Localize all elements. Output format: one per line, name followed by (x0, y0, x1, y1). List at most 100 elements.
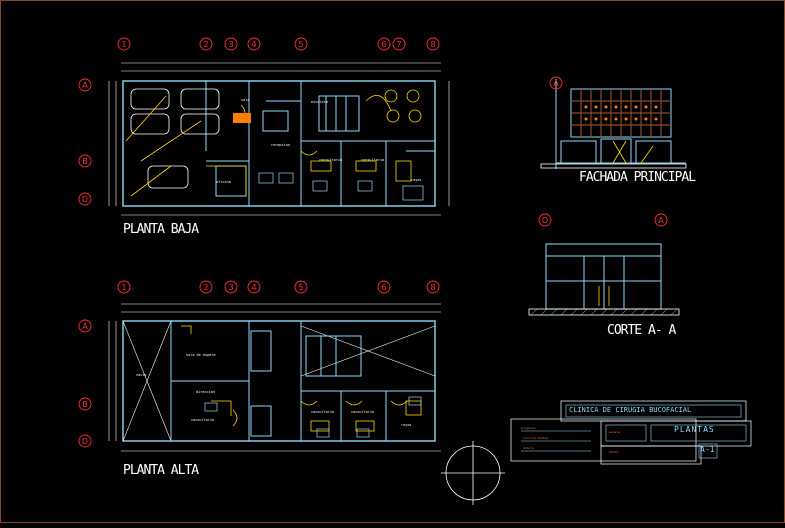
office-furniture (258, 172, 424, 201)
svg-text:7: 7 (396, 40, 401, 49)
svg-text:8: 8 (430, 40, 435, 49)
svg-text:dibujo: dibujo (523, 446, 534, 450)
title-block-sheet-number: A-1 (700, 445, 715, 454)
svg-text:3: 3 (228, 40, 233, 49)
facade-ground-floor (556, 138, 686, 164)
svg-text:1: 1 (121, 40, 126, 49)
axis-bubble-fachada-A: A (549, 76, 563, 90)
corte-details (598, 286, 610, 306)
corte-ground (528, 308, 680, 316)
svg-text:consultorio: consultorio (311, 410, 334, 414)
svg-text:clinica dental: clinica dental (523, 436, 548, 440)
facade-trees (612, 140, 654, 164)
axis-bubble-alta-row-B: B (78, 397, 92, 411)
svg-text:sala de espera: sala de espera (186, 353, 216, 357)
facade-ground-line (540, 163, 687, 169)
axis-bubble-alta-6: 6 (377, 280, 391, 294)
axis-bubble-corte-D: D (538, 213, 552, 227)
svg-text:4: 4 (251, 40, 256, 49)
planta-baja-dimensions (108, 62, 450, 216)
svg-text:A: A (82, 322, 88, 331)
svg-text:2: 2 (203, 283, 208, 292)
svg-text:sala: sala (241, 98, 249, 102)
svg-text:D: D (542, 216, 548, 225)
planta-alta-outline (122, 320, 436, 442)
axis-bubble-alta-3: 3 (224, 280, 238, 294)
svg-text:8: 8 (430, 283, 435, 292)
svg-text:6: 6 (381, 283, 386, 292)
planta-alta-walls (170, 321, 435, 441)
svg-text:A: A (658, 216, 664, 225)
svg-text:rayos: rayos (411, 178, 422, 182)
planta-alta-fixtures (204, 396, 422, 438)
svg-text:1: 1 (121, 283, 126, 292)
svg-text:A: A (553, 79, 559, 88)
fachada-elevation (540, 79, 687, 169)
title-planta-baja: PLANTA BAJA (123, 222, 199, 237)
axis-bubble-top-2: 2 (199, 37, 213, 51)
axis-bubble-baja-A: A (78, 78, 92, 92)
axis-bubble-alta-row-A: A (78, 319, 92, 333)
axis-bubble-alta-row-D: D (78, 434, 92, 448)
planta-alta-room-labels: sala de espera direccion consultorio con… (136, 353, 412, 427)
svg-text:5: 5 (298, 40, 303, 49)
svg-text:consultorio: consultorio (191, 418, 214, 422)
svg-text:3: 3 (228, 283, 233, 292)
planta-baja-room-labels: sala escalera recepcion consultorio cons… (216, 98, 422, 184)
title-block-small-text: proyecto clinica dental dibujo escala fe… (521, 426, 620, 454)
planta-baja-plan: sala escalera recepcion consultorio cons… (108, 62, 450, 216)
svg-text:D: D (82, 437, 88, 446)
planta-alta-dimensions (108, 303, 441, 452)
svg-text:proyecto: proyecto (521, 426, 536, 430)
svg-text:D: D (82, 195, 88, 204)
axis-bubble-baja-B: B (78, 154, 92, 168)
svg-text:fecha: fecha (609, 450, 618, 454)
planta-alta-plan: sala de espera direccion consultorio con… (108, 303, 441, 452)
planta-alta-furniture (181, 325, 422, 432)
planta-baja-outline (122, 80, 436, 207)
svg-text:A: A (82, 81, 88, 90)
axis-bubble-top-5: 5 (294, 37, 308, 51)
svg-text:5: 5 (298, 283, 303, 292)
svg-text:B: B (82, 400, 88, 409)
svg-text:consultorio: consultorio (319, 158, 342, 162)
title-planta-alta: PLANTA ALTA (123, 463, 199, 478)
axis-bubble-top-8: 8 (426, 37, 440, 51)
svg-text:oficina: oficina (216, 180, 231, 184)
svg-text:escala: escala (609, 430, 620, 434)
title-block: proyecto clinica dental dibujo escala fe… (510, 400, 752, 465)
corte-section (528, 243, 680, 316)
title-block-frame (510, 400, 752, 465)
corte-ground-hatch (530, 308, 678, 316)
corte-walls (545, 243, 662, 310)
svg-text:6: 6 (381, 40, 386, 49)
axis-bubble-top-6: 6 (377, 37, 391, 51)
facade-dots (584, 105, 658, 121)
axis-bubble-corte-A: A (654, 213, 668, 227)
svg-text:direccion: direccion (196, 390, 215, 394)
orange-stair-marker (233, 113, 251, 123)
axis-bubble-top-3: 3 (224, 37, 238, 51)
title-block-project-name: CLINICA DE CIRUGIA BUCOFACIAL (569, 406, 692, 414)
axis-bubble-alta-8: 8 (426, 280, 440, 294)
axis-bubble-alta-4: 4 (247, 280, 261, 294)
axis-bubble-alta-5: 5 (294, 280, 308, 294)
svg-text:escalera: escalera (311, 100, 328, 104)
north-arrow-icon (441, 441, 505, 505)
axis-bubble-top-1: 1 (117, 37, 131, 51)
svg-text:vacio: vacio (136, 373, 147, 377)
svg-text:consultorio: consultorio (361, 158, 384, 162)
axis-bubble-alta-2: 2 (199, 280, 213, 294)
title-block-sheet-title: PLANTAS (674, 425, 715, 434)
planta-alta-voids (122, 320, 436, 442)
svg-text:4: 4 (251, 283, 256, 292)
svg-text:recepcion: recepcion (271, 143, 290, 147)
axis-bubble-top-7: 7 (392, 37, 406, 51)
svg-text:rayos: rayos (401, 423, 412, 427)
title-fachada: FACHADA PRINCIPAL (579, 170, 696, 185)
axis-bubble-baja-D: D (78, 192, 92, 206)
facade-lattice (571, 89, 671, 137)
parking-cars (130, 88, 220, 189)
